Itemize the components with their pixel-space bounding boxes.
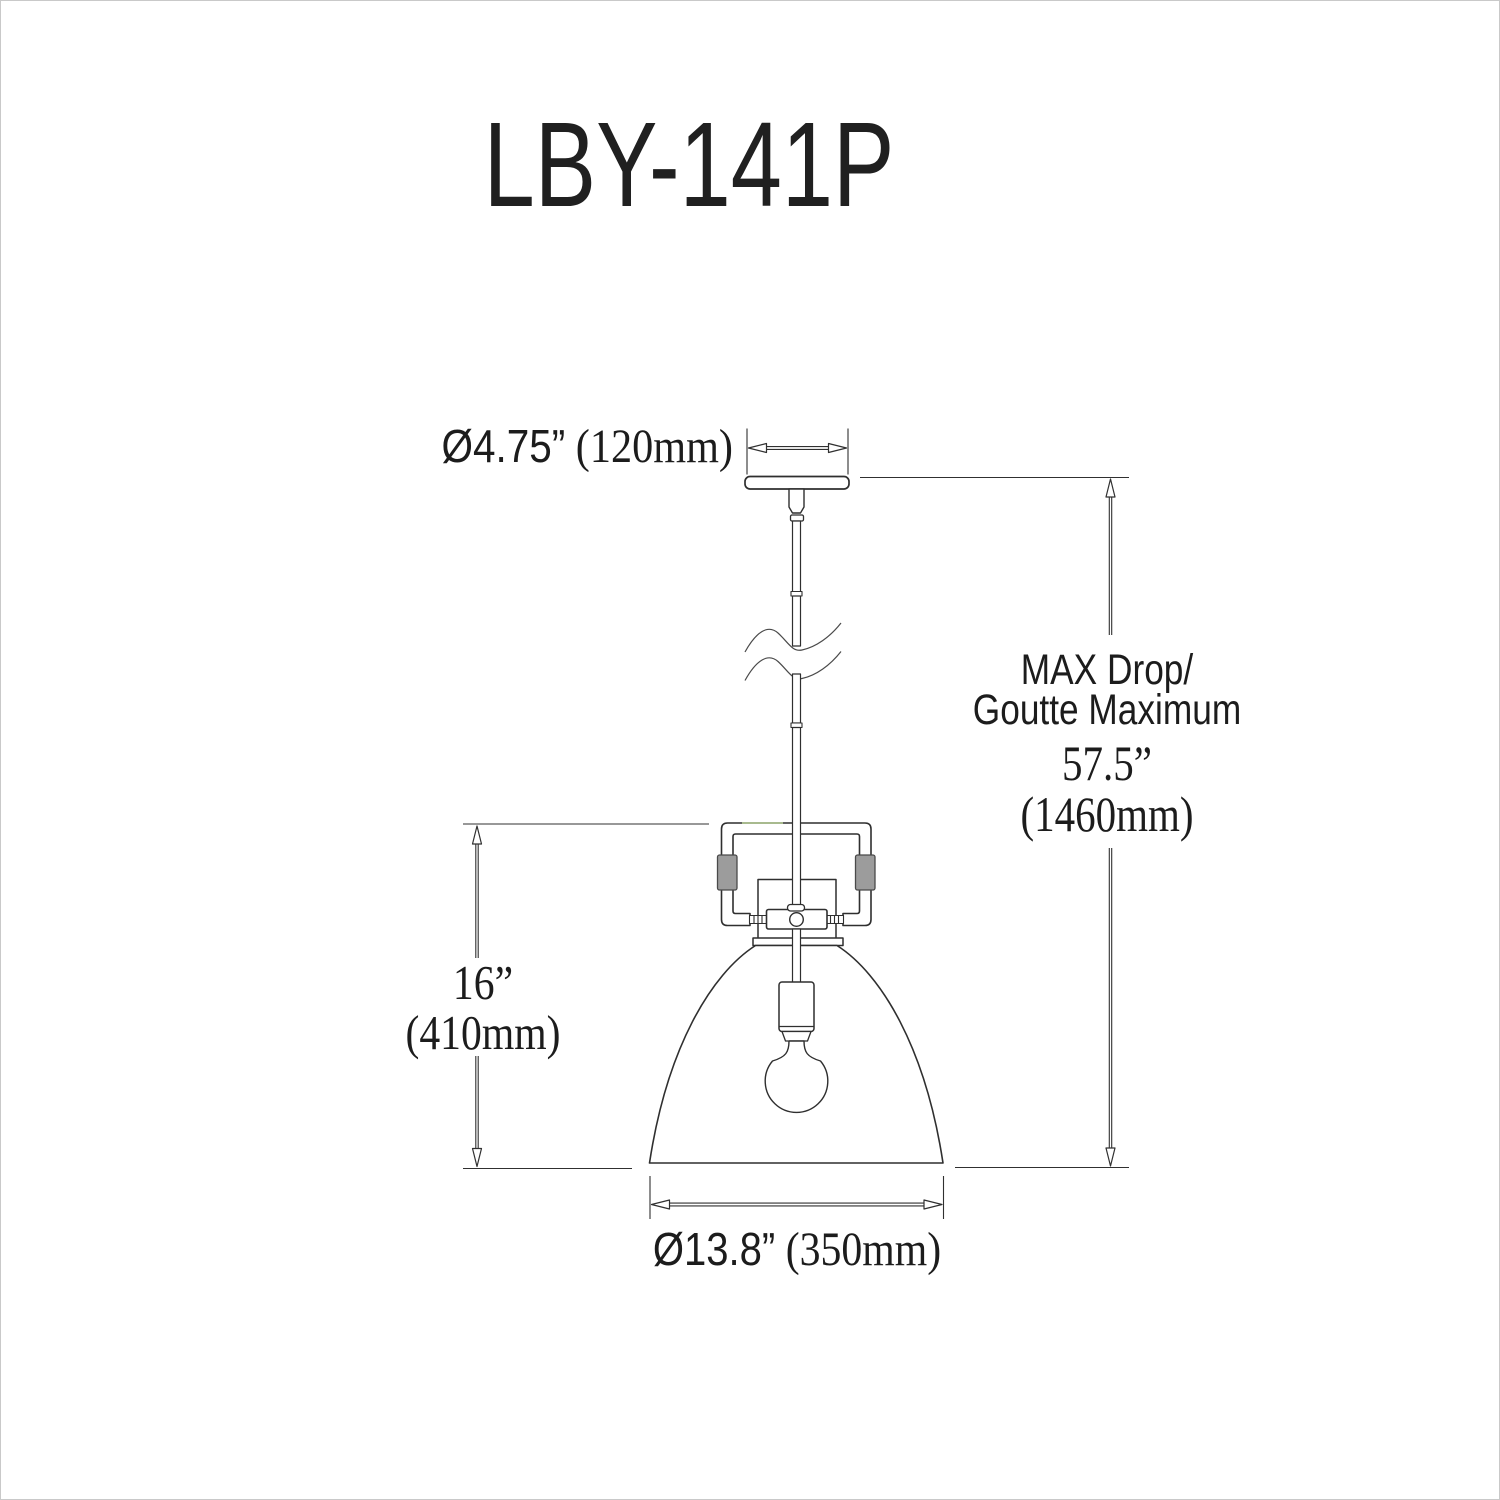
collar [786,903,806,912]
frame-pad-right [854,854,876,891]
arrowhead-right-icon [923,1199,943,1210]
pendant-fixture [648,475,944,1164]
max-drop-text-en: MAX Drop/ [1020,646,1194,694]
canopy-dimension [746,428,849,475]
socket-body [778,981,815,1033]
hub-screw-left [748,914,768,925]
rod-segment [791,520,802,593]
shade-height-dimension [463,823,709,1170]
max-drop-text-fr: Goutte Maximum [972,686,1242,734]
model-number-title: LBY-141P [483,96,895,232]
shade-height-metric: (410mm) [405,1005,561,1060]
arrowhead-left-icon [650,1199,671,1210]
arrowhead-left-icon [747,442,768,454]
arrowhead-right-icon [827,442,848,454]
arrowhead-up-icon [471,825,483,845]
socket-cup [781,1030,812,1042]
max-drop-dimension [860,476,1129,1169]
break-symbol [744,622,842,681]
max-drop-label: MAX Drop/ Goutte Maximum 57.5” (1460mm) [927,646,1288,842]
hub-pivot [789,912,805,928]
max-drop-value: 57.5” [1062,735,1152,791]
rod-segment [791,673,802,724]
shade-diameter-dimension [649,1176,945,1219]
canopy-diameter-value: Ø4.75” [441,420,566,472]
hub-screw-right [825,914,845,925]
knuckle-ring [789,514,805,522]
shade-height-value: 16” [452,955,514,1010]
bulb [764,1040,829,1114]
shade-diameter-label: Ø13.8” (350mm) [553,1224,1040,1286]
arrowhead-down-icon [1105,1147,1116,1167]
shade-diameter-metric: (350mm) [775,1223,942,1276]
rod-joint [790,590,803,597]
shade-height-label: 16” (410mm) [356,958,611,1058]
stem [788,488,805,514]
rod-segment [791,928,802,984]
shade-diameter-value: Ø13.8” [652,1223,776,1275]
arrowhead-up-icon [1105,478,1116,498]
yoke-frame [720,822,872,927]
arrowhead-down-icon [471,1147,483,1168]
rod-segment [791,726,802,906]
canopy-plate [744,475,850,490]
canopy-diameter-label: Ø4.75” (120mm) [337,421,733,483]
rod-joint [790,722,803,729]
frame-pad-left [716,854,738,891]
max-drop-metric: (1460mm) [1020,786,1194,842]
rod-segment [791,595,802,647]
canopy-diameter-metric: (120mm) [565,420,733,473]
